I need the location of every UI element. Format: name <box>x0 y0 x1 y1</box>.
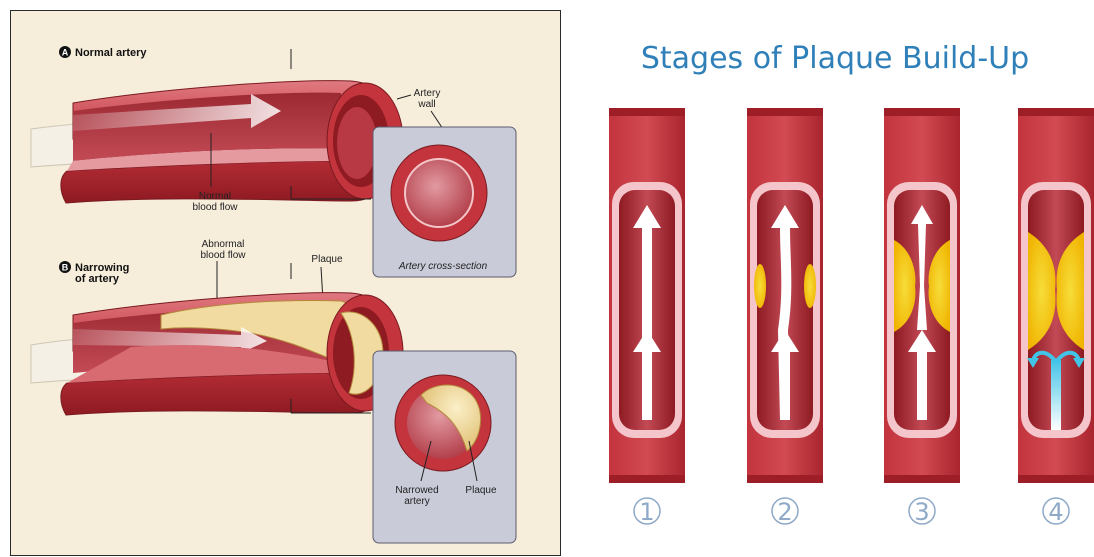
stage-1-vessel <box>609 108 685 483</box>
normal-artery-title: Normal artery <box>75 47 147 59</box>
abnormal-flow-label-1: Abnormal <box>202 239 245 250</box>
stage-3-vessel <box>884 108 960 483</box>
stage-3-number: 3 <box>914 498 929 526</box>
abnormal-flow-label-2: blood flow <box>200 250 246 261</box>
stage-4-vessel <box>1018 108 1094 483</box>
cross-section-label: Artery cross-section <box>398 261 488 272</box>
cross-section-box: Artery cross-section <box>373 127 516 277</box>
plaque-label-bottom: Plaque <box>465 485 497 496</box>
normal-artery-tube <box>31 81 403 203</box>
artery-diagram: A Normal artery Artery wall Normal blood… <box>11 11 561 556</box>
narrowed-artery-tube <box>31 293 403 415</box>
normal-artery-badge: A <box>59 46 71 58</box>
stage-2-number: 2 <box>777 498 792 526</box>
narrowing-artery-badge: B <box>59 261 71 273</box>
narrowing-title-2: of artery <box>75 273 120 285</box>
plaque-stages-diagram: Stages of Plaque Build-Up 1 2 <box>575 0 1094 557</box>
artery-wall-label-1: Artery <box>414 88 441 99</box>
narrowed-label-2: artery <box>404 496 430 507</box>
narrowed-cross-section-box: Narrowed artery Plaque <box>373 351 516 543</box>
stage-2-vessel <box>747 108 823 483</box>
stage-4-number: 4 <box>1048 498 1063 526</box>
normal-flow-label-2: blood flow <box>192 202 238 213</box>
plaque-label-top: Plaque <box>311 254 343 265</box>
artery-wall-label-2: wall <box>417 99 435 110</box>
svg-text:B: B <box>62 263 69 273</box>
narrowed-label-1: Narrowed <box>395 485 438 496</box>
normal-flow-label-1: Normal <box>199 191 231 202</box>
stage-1-number: 1 <box>639 498 654 526</box>
stages-title: Stages of Plaque Build-Up <box>641 41 1029 76</box>
artery-diagram-panel: A Normal artery Artery wall Normal blood… <box>10 10 561 556</box>
svg-text:A: A <box>62 48 69 58</box>
plaque-stages-panel: Stages of Plaque Build-Up 1 2 <box>575 0 1094 557</box>
